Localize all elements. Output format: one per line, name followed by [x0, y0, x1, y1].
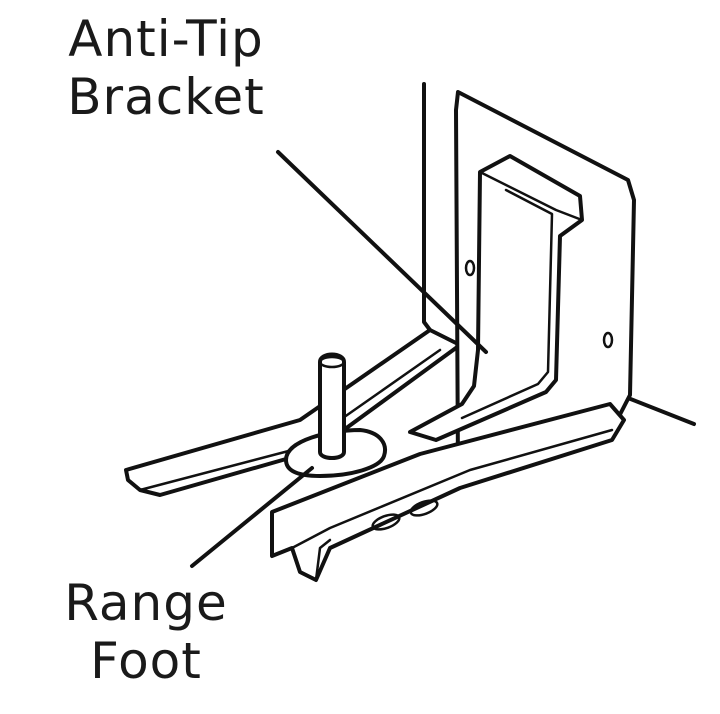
bracket-flange-fold: [314, 538, 332, 582]
range-foot-label: Range Foot: [52, 574, 240, 690]
range-foot-post-top: [318, 355, 346, 369]
mounting-slot-1: [371, 513, 401, 531]
screw-hole-right: [602, 331, 614, 349]
wall-corner-line: [422, 82, 432, 332]
bracket-channel-inner: [460, 188, 554, 420]
range-foot-label-line1: Range: [64, 574, 228, 632]
anti-tip-bracket-label-line2: Bracket: [67, 68, 265, 126]
anti-tip-bracket-label: Anti-Tip Bracket: [54, 10, 278, 126]
floor-wall-line: [626, 396, 696, 426]
mounting-slot-2: [409, 499, 439, 517]
leader-line-bracket: [276, 150, 488, 354]
bracket-base-flange: [270, 402, 626, 582]
bracket-channel: [408, 154, 584, 442]
screw-hole-left: [464, 259, 476, 277]
range-foot-post: [318, 352, 346, 460]
bracket-flange-edge: [290, 428, 614, 550]
bracket-channel-top: [478, 170, 584, 222]
anti-tip-bracket-label-line1: Anti-Tip: [68, 10, 264, 68]
range-foot-label-line2: Foot: [90, 632, 202, 690]
leader-line-foot: [190, 466, 314, 568]
